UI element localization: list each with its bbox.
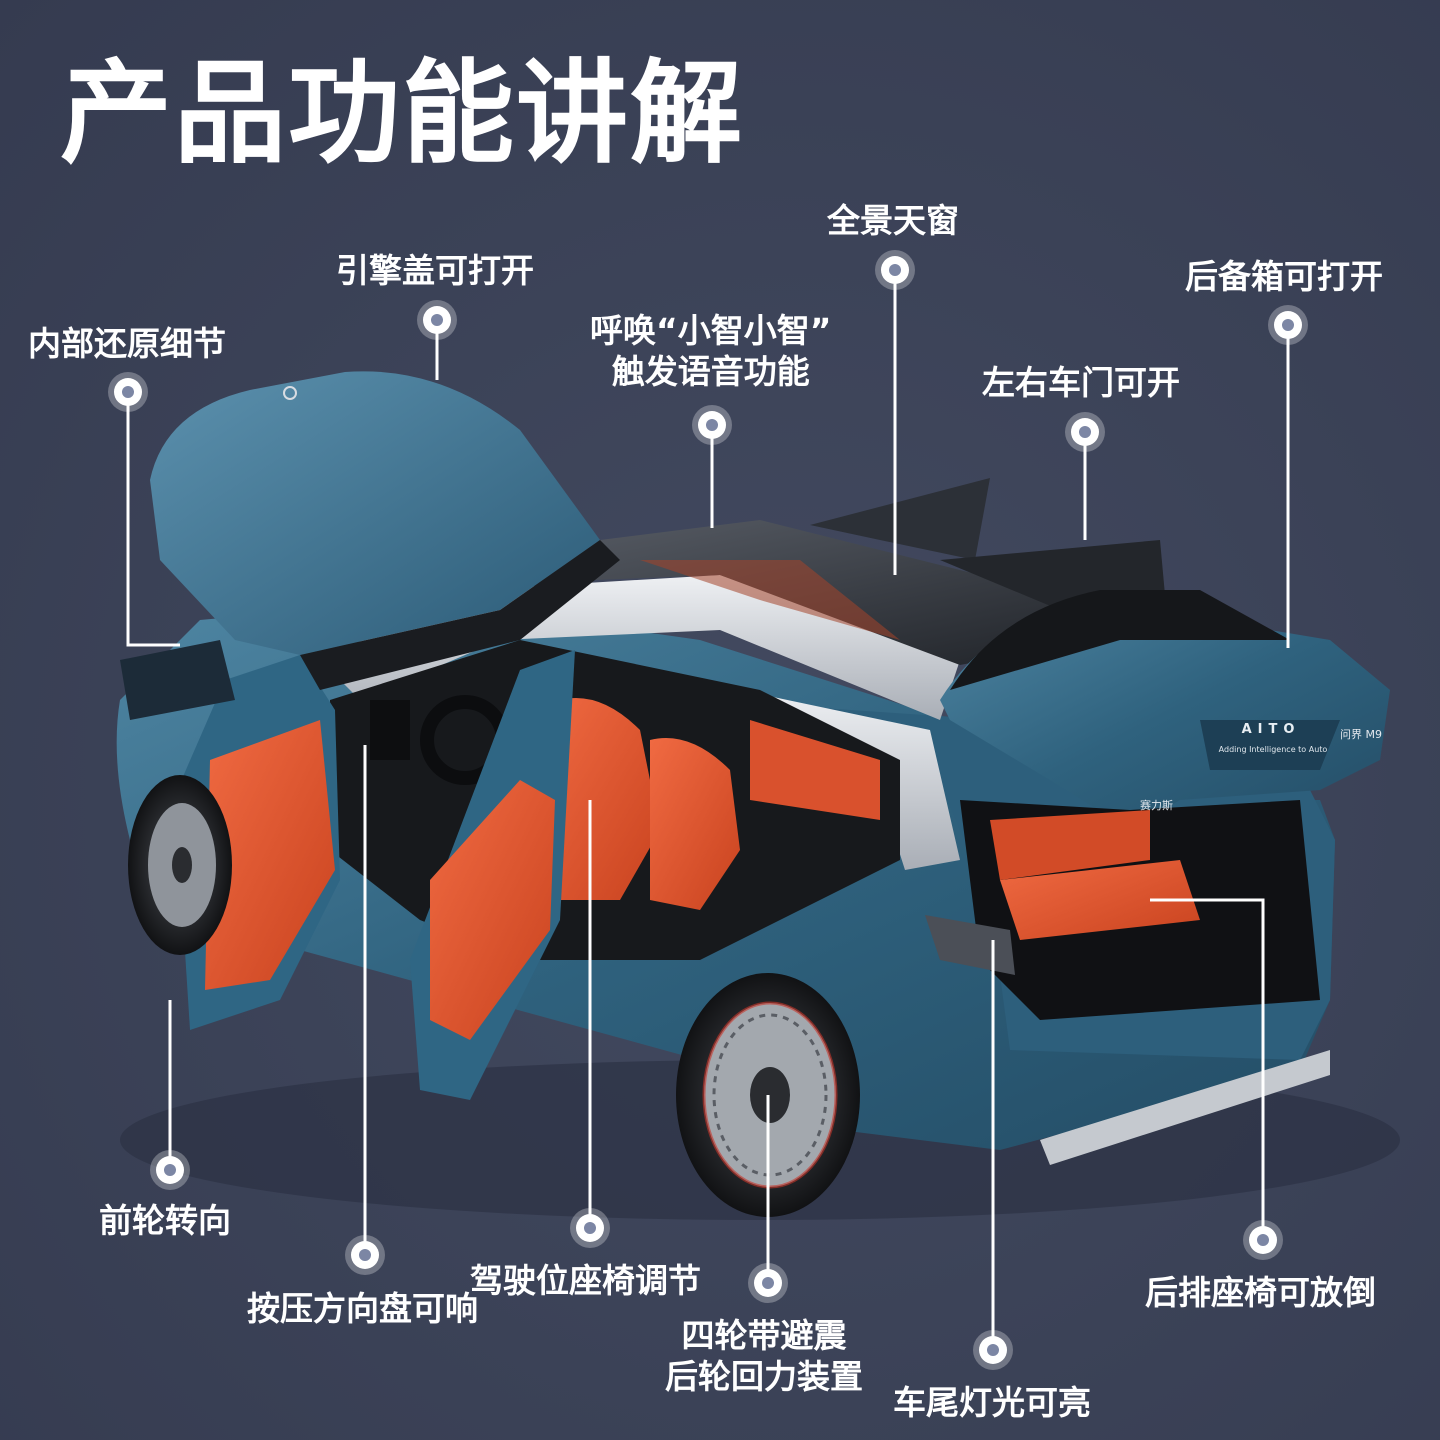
feature-label-steering: 前轮转向 bbox=[99, 1201, 231, 1240]
second-row-seat bbox=[650, 738, 740, 910]
aito-tagline: Adding Intelligence to Auto bbox=[1218, 745, 1328, 754]
callout-dot-sunroof bbox=[881, 256, 909, 284]
feature-label-doors: 左右车门可开 bbox=[982, 363, 1180, 402]
feature-label-trunk: 后备箱可打开 bbox=[1185, 257, 1383, 296]
callout-dot-rear-seat bbox=[1249, 1226, 1277, 1254]
driver-seat bbox=[540, 698, 660, 900]
front-door-panel bbox=[205, 720, 335, 990]
brand-mark: 赛力斯 bbox=[1140, 799, 1173, 812]
front-fascia bbox=[120, 640, 235, 720]
badge-plate bbox=[1200, 720, 1340, 770]
rear-door-panel bbox=[430, 780, 555, 1040]
callout-dot-trunk bbox=[1274, 311, 1302, 339]
feature-label-voice-line2: 触发语音功能 bbox=[611, 352, 810, 392]
rear-wheel bbox=[676, 973, 860, 1217]
callout-dot-interior bbox=[114, 378, 142, 406]
feature-label-voice: 呼唤“小智小智” 触发语音功能 bbox=[590, 310, 831, 393]
callout-dot-suspension bbox=[754, 1269, 782, 1297]
far-door-front bbox=[810, 478, 990, 560]
third-row-seat bbox=[990, 810, 1150, 880]
d-pillar bbox=[740, 690, 960, 870]
front-wheel bbox=[128, 775, 232, 955]
model-mark: 问界 M9 bbox=[1340, 728, 1382, 741]
engine-bay-edge bbox=[300, 540, 620, 690]
feature-label-suspension-line1: 四轮带避震 bbox=[681, 1316, 847, 1355]
tailgate-glass bbox=[950, 590, 1290, 690]
dashboard bbox=[370, 700, 410, 760]
callout-dot-steering bbox=[156, 1156, 184, 1184]
callout-dot-voice bbox=[698, 411, 726, 439]
feature-label-taillight: 车尾灯光可亮 bbox=[893, 1383, 1091, 1422]
callout-dot-hood bbox=[423, 306, 451, 334]
feature-label-horn: 按压方向盘可响 bbox=[247, 1289, 478, 1328]
feature-label-suspension-line2: 后轮回力装置 bbox=[665, 1357, 863, 1397]
feature-label-suspension: 四轮带避震 后轮回力装置 bbox=[665, 1315, 863, 1398]
feature-label-rear-seat: 后排座椅可放倒 bbox=[1145, 1273, 1376, 1312]
aito-badge: AITO bbox=[1241, 722, 1301, 737]
feature-label-hood: 引擎盖可打开 bbox=[336, 251, 534, 290]
open-hood bbox=[150, 371, 600, 655]
callout-dot-taillight bbox=[979, 1336, 1007, 1364]
callout-dot-doors bbox=[1071, 418, 1099, 446]
feature-label-voice-line1: 呼唤“小智小智” bbox=[590, 311, 832, 350]
rear-cabin-seats bbox=[750, 720, 880, 820]
callout-dot-horn bbox=[351, 1241, 379, 1269]
feature-label-seat-adjust: 驾驶位座椅调节 bbox=[470, 1261, 701, 1300]
feature-label-sunroof: 全景天窗 bbox=[827, 201, 959, 240]
page-title: 产品功能讲解 bbox=[60, 49, 744, 179]
callout-dot-seat-adjust bbox=[576, 1214, 604, 1242]
feature-label-interior: 内部还原细节 bbox=[28, 324, 226, 363]
